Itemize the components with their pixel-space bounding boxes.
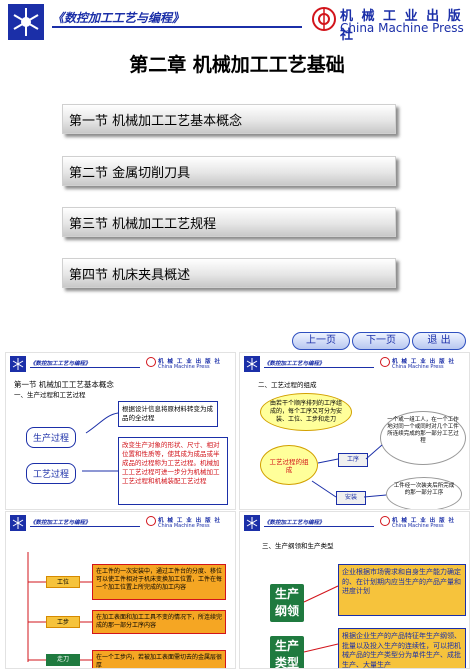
press-seal-icon xyxy=(380,357,390,367)
section-label: 第二节 金属切削刀具 xyxy=(69,166,191,181)
slide-subheading: 三、生产纲领和生产类型 xyxy=(262,542,334,550)
production-type-label: 生产类型 xyxy=(270,636,304,668)
press-name-cn: 机 械 工 业 出 版 社 xyxy=(158,518,221,524)
book-title: 《数控加工工艺与编程》 xyxy=(30,520,91,526)
section-label: 第一节 机械加工工艺基本概念 xyxy=(69,114,243,129)
composition-ellipse: 由若干个顺序排列的工序组成的，每个工序又可分为安装、工位、工步和走刀 xyxy=(260,393,352,431)
slide-subheading: 一、生产过程和工艺过程 xyxy=(14,391,86,399)
snowflake-logo-icon xyxy=(244,515,260,531)
header-divider xyxy=(264,367,374,368)
press-name-en: China Machine Press xyxy=(392,523,444,529)
press-seal-icon xyxy=(146,357,156,367)
chapter-title: 第二章 机械加工工艺基础 xyxy=(129,54,345,76)
process-definition-box: 改变生产对象的形状、尺寸、相对位置和性质等，使其成为成品或半成品的过程称为工艺过… xyxy=(118,437,228,505)
header-divider xyxy=(30,367,140,368)
press-seal-icon xyxy=(312,7,336,31)
section-label: 第三节 机械加工工艺规程 xyxy=(69,217,217,232)
snowflake-logo-icon xyxy=(10,515,26,531)
step-definition: 在加工表面和加工工具不变的情况下，所连续完成的那一部分工序内容 xyxy=(92,610,226,634)
production-type-definition: 根据企业生产的产品特征年生产纲领、批量以及投入生产的连续性，可以把机械产品的生产… xyxy=(338,628,466,668)
section-2-button[interactable]: 第二节 金属切削刀具 xyxy=(62,156,396,186)
pass-label: 走刀 xyxy=(46,654,80,666)
position-label: 工位 xyxy=(46,576,80,588)
book-title: 《数控加工工艺与编程》 xyxy=(52,11,185,25)
operation-label: 工序 xyxy=(338,453,368,467)
press-seal-icon xyxy=(146,516,156,526)
header-divider xyxy=(30,526,140,527)
production-process-label: 生产过程 xyxy=(26,427,77,448)
position-definition: 在工件的一次安装中，通过工件台的分度、移位可以使工件相对于机床变换加工位置，工件… xyxy=(92,564,226,600)
exit-button[interactable]: 退 出 xyxy=(412,332,466,350)
section-4-button[interactable]: 第四节 机床夹具概述 xyxy=(62,258,396,288)
pass-definition: 在一个工步内，若被加工表面需切去的金属层很厚 xyxy=(92,650,226,668)
header-divider xyxy=(264,526,374,527)
setup-definition-oval: 工件经一次装夹后所完成的那一部分工序 xyxy=(386,477,462,509)
step-label: 工步 xyxy=(46,616,80,628)
process-composition-ellipse: 工艺过程的组成 xyxy=(260,445,318,485)
press-seal-icon xyxy=(380,516,390,526)
process-label: 工艺过程 xyxy=(26,463,77,484)
production-program-definition: 企业根据市场需求和自身生产能力确定的、在计划期内应当生产的产品产量和进度计划 xyxy=(338,564,466,616)
press-name-cn: 机 械 工 业 出 版 社 xyxy=(392,518,455,524)
snowflake-logo-icon xyxy=(244,356,260,372)
press-name-en: China Machine Press xyxy=(340,21,464,35)
press-name-en: China Machine Press xyxy=(158,364,210,370)
press-name-en: China Machine Press xyxy=(158,523,210,529)
next-page-button[interactable]: 下一页 xyxy=(352,332,410,350)
press-name-en: China Machine Press xyxy=(392,364,444,370)
section-3-button[interactable]: 第三节 机械加工工艺规程 xyxy=(62,207,396,237)
slide-subheading: 二、工艺过程的组成 xyxy=(258,381,317,389)
slide-thumbnail-4[interactable]: 《数控加工工艺与编程》 机 械 工 业 出 版 社 China Machine … xyxy=(239,511,470,669)
book-title: 《数控加工工艺与编程》 xyxy=(30,361,91,367)
production-program-label: 生产纲领 xyxy=(270,584,304,622)
slide-thumbnail-3[interactable]: 《数控加工工艺与编程》 机 械 工 业 出 版 社 China Machine … xyxy=(5,511,236,669)
header-divider xyxy=(52,26,302,28)
slide-thumbnail-2[interactable]: 《数控加工工艺与编程》 机 械 工 业 出 版 社 China Machine … xyxy=(239,352,470,510)
main-slide: 《数控加工工艺与编程》 机 械 工 业 出 版 社 China Machine … xyxy=(8,4,464,288)
press-name-cn: 机 械 工 业 出 版 社 xyxy=(158,359,221,365)
press-name-cn: 机 械 工 业 出 版 社 xyxy=(340,9,463,43)
definition-box: 根据设计信息将原材料转变为成品的全过程 xyxy=(118,401,218,427)
prev-page-button[interactable]: 上一页 xyxy=(292,332,350,350)
snowflake-logo-icon xyxy=(8,4,44,40)
operation-definition-oval: 一个或一组工人，在一个工作地对同一个或同时对几个工件所连续完成的那一部分工艺过程 xyxy=(380,411,466,465)
book-title: 《数控加工工艺与编程》 xyxy=(264,361,325,367)
book-title: 《数控加工工艺与编程》 xyxy=(264,520,325,526)
slide-heading: 第一节 机械加工工艺基本概念 xyxy=(14,380,114,389)
snowflake-logo-icon xyxy=(10,356,26,372)
section-label: 第四节 机床夹具概述 xyxy=(69,268,191,283)
section-1-button[interactable]: 第一节 机械加工工艺基本概念 xyxy=(62,104,396,134)
slide-thumbnail-1[interactable]: 《数控加工工艺与编程》 机 械 工 业 出 版 社 China Machine … xyxy=(5,352,236,510)
setup-label: 安装 xyxy=(336,491,366,505)
press-name-cn: 机 械 工 业 出 版 社 xyxy=(392,359,455,365)
